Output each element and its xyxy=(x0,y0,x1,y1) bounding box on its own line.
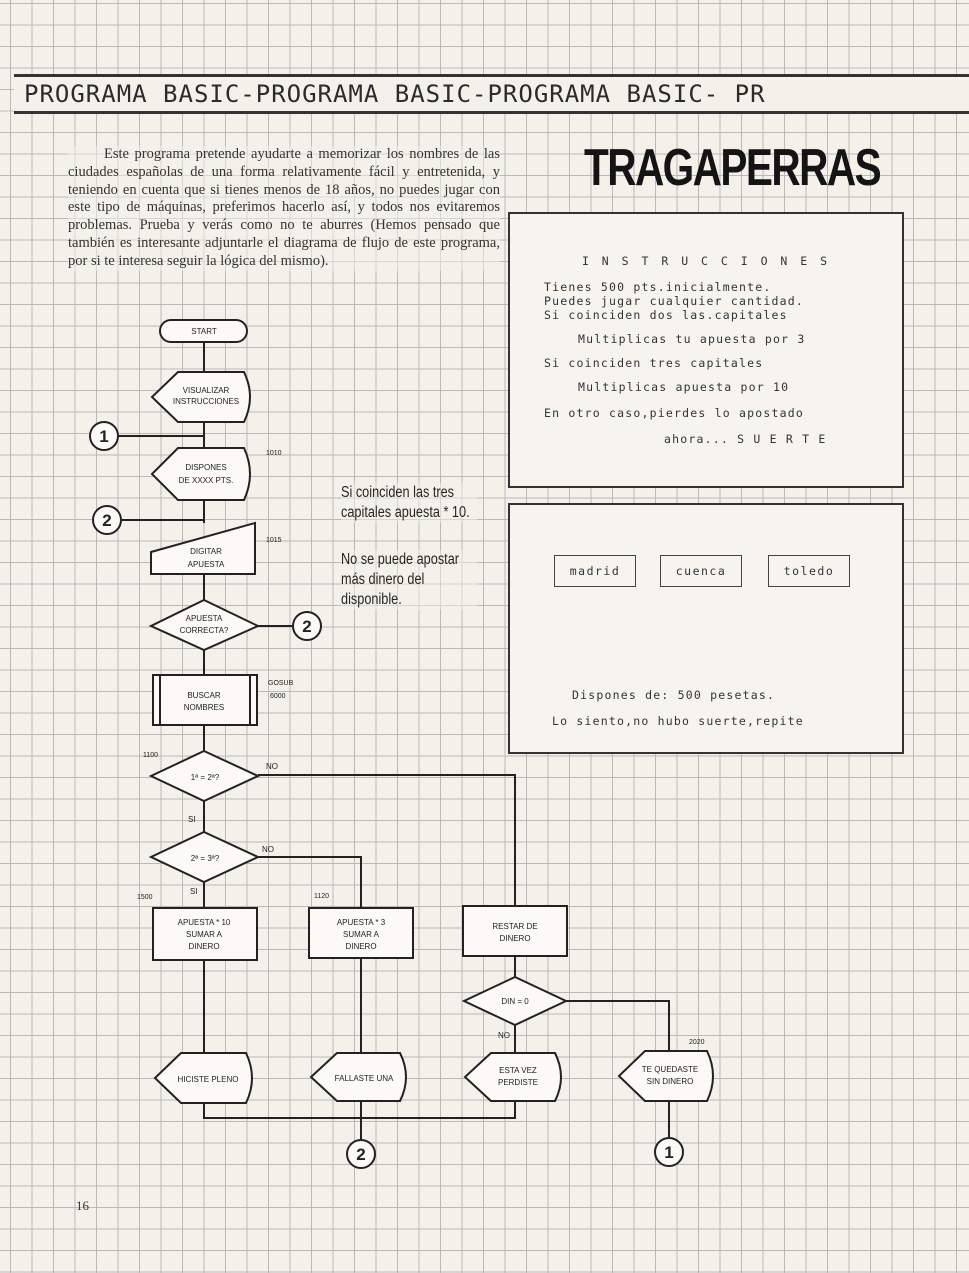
fallaste-display xyxy=(309,1052,407,1102)
restar-process xyxy=(462,905,568,957)
no-label-1: NO xyxy=(266,762,278,771)
perdiste-display xyxy=(463,1052,562,1102)
city-slot-2: cuenca xyxy=(660,555,742,587)
decision-1-label: 1ª = 2ª? xyxy=(191,773,220,782)
intro-text: Este programa pretende ayudarte a memori… xyxy=(68,146,500,269)
start-terminal xyxy=(159,319,248,343)
line-number-1500: 1500 xyxy=(137,894,153,901)
line-number-2020: 2020 xyxy=(689,1039,705,1046)
apuesta10-label-1: APUESTA * 10 xyxy=(178,918,231,927)
connector-no-2 xyxy=(258,856,362,908)
page-number: 16 xyxy=(76,1198,89,1213)
line-number-1120: 1120 xyxy=(314,893,329,900)
visualizar-display xyxy=(150,371,251,423)
restar-label-2: DINERO xyxy=(499,934,530,943)
digitar-label-1: DIGITAR xyxy=(190,547,222,556)
header-band: PROGRAMA BASIC-PROGRAMA BASIC-PROGRAMA B… xyxy=(14,74,969,114)
connector-circle-2-right xyxy=(292,611,322,641)
instructions-line-3: Si coinciden dos las.capitales xyxy=(544,308,788,322)
buscar-label-1: BUSCAR xyxy=(187,691,221,700)
si-label-1: SI xyxy=(188,815,196,824)
sindinero-label-1: TE QUEDASTE xyxy=(642,1065,698,1074)
page-title: TRAGAPERRAS xyxy=(584,139,882,197)
apuesta3-label-3: DINERO xyxy=(345,942,376,951)
connector-1-top-number: 1 xyxy=(99,427,108,446)
connector-circle-1-bottom xyxy=(654,1137,684,1167)
start-label: START xyxy=(191,327,217,336)
decision-2-label: 2ª = 3ª? xyxy=(191,854,220,863)
line-number-1010: 1010 xyxy=(266,450,282,457)
pleno-display xyxy=(153,1052,253,1104)
connector-1-bottom-number: 1 xyxy=(664,1143,673,1162)
din-label: DIN = 0 xyxy=(501,997,529,1006)
note-no-overbet: No se puede apostar más dinero del dispo… xyxy=(341,550,478,610)
decision-1-2 xyxy=(148,749,261,803)
buscar-process-bars xyxy=(159,675,251,725)
sindinero-label-2: SIN DINERO xyxy=(647,1077,694,1086)
apuesta3-process xyxy=(308,907,414,959)
header-band-text: PROGRAMA BASIC-PROGRAMA BASIC-PROGRAMA B… xyxy=(24,80,766,108)
gosub-label-1: GOSUB xyxy=(268,680,294,687)
instructions-line-6: Multiplicas apuesta por 10 xyxy=(578,380,790,394)
city-slot-1: madrid xyxy=(554,555,636,587)
connector-circle-2-left xyxy=(92,505,122,535)
game-screen: madrid cuenca toledo Dispones de: 500 pe… xyxy=(508,503,904,754)
digitar-label-2: APUESTA xyxy=(188,560,225,569)
dispones-label-1: DISPONES xyxy=(185,463,226,472)
dispones-label-2: DE XXXX PTS. xyxy=(179,476,234,485)
line-number-1100: 1100 xyxy=(143,752,158,759)
restar-label-1: RESTAR DE xyxy=(492,922,537,931)
din-decision xyxy=(461,975,569,1027)
digitar-input xyxy=(150,521,256,575)
note-three-capitals: Si coinciden las tres capitales apuesta … xyxy=(341,483,478,523)
correcta-decision xyxy=(148,598,261,652)
line-number-1015: 1015 xyxy=(266,537,282,544)
visualizar-label-1: VISUALIZAR xyxy=(183,386,230,395)
apuesta10-label-3: DINERO xyxy=(188,942,219,951)
buscar-label-2: NOMBRES xyxy=(184,703,224,712)
connector-circle-2-bottom xyxy=(346,1139,376,1169)
connector-2-bottom-number: 2 xyxy=(356,1145,365,1164)
decision-2-3 xyxy=(148,830,261,884)
sindinero-display xyxy=(617,1050,714,1102)
apuesta10-label-2: SUMAR A xyxy=(186,930,223,939)
buscar-process xyxy=(152,674,258,726)
si-label-2: SI xyxy=(190,887,198,896)
instructions-line-8: ahora... S U E R T E xyxy=(664,432,827,446)
connector-bottom xyxy=(203,1101,516,1140)
balance-line: Dispones de: 500 pesetas. xyxy=(572,688,776,702)
connector-din-yes xyxy=(566,1000,670,1051)
perdiste-label-1: ESTA VEZ xyxy=(499,1066,537,1075)
instructions-heading: I N S T R U C C I O N E S xyxy=(581,254,831,268)
visualizar-label-2: INSTRUCCIONES xyxy=(173,397,239,406)
no-label-3: NO xyxy=(498,1031,510,1040)
connector-2-left-number: 2 xyxy=(102,511,111,530)
connector-no-1 xyxy=(258,774,516,906)
instructions-line-1: Tienes 500 pts.inicialmente. xyxy=(544,280,772,294)
connector-2-right-number: 2 xyxy=(302,617,311,636)
instructions-screen: I N S T R U C C I O N E S Tienes 500 pts… xyxy=(508,212,904,488)
pleno-label: HICISTE PLENO xyxy=(178,1075,239,1084)
instructions-line-5: Si coinciden tres capitales xyxy=(544,356,764,370)
instructions-line-2: Puedes jugar cualquier cantidad. xyxy=(544,294,804,308)
gosub-label-2: 6000 xyxy=(270,693,286,700)
correcta-label-1: APUESTA xyxy=(186,614,223,623)
fallaste-label: FALLASTE UNA xyxy=(335,1074,394,1083)
apuesta10-process xyxy=(152,907,258,961)
apuesta3-label-2: SUMAR A xyxy=(343,930,380,939)
city-slot-3: toledo xyxy=(768,555,850,587)
connector-circle-1-top xyxy=(89,421,119,451)
no-label-2: NO xyxy=(262,845,274,854)
instructions-line-4: Multiplicas tu apuesta por 3 xyxy=(578,332,806,346)
intro-paragraph: Este programa pretende ayudarte a memori… xyxy=(68,146,500,271)
result-line: Lo siento,no hubo suerte,repite xyxy=(552,714,804,728)
instructions-line-7: En otro caso,pierdes lo apostado xyxy=(544,406,804,420)
apuesta3-label-1: APUESTA * 3 xyxy=(337,918,386,927)
correcta-label-2: CORRECTA? xyxy=(180,626,229,635)
dispones-display xyxy=(150,447,251,501)
perdiste-label-2: PERDISTE xyxy=(498,1078,538,1087)
